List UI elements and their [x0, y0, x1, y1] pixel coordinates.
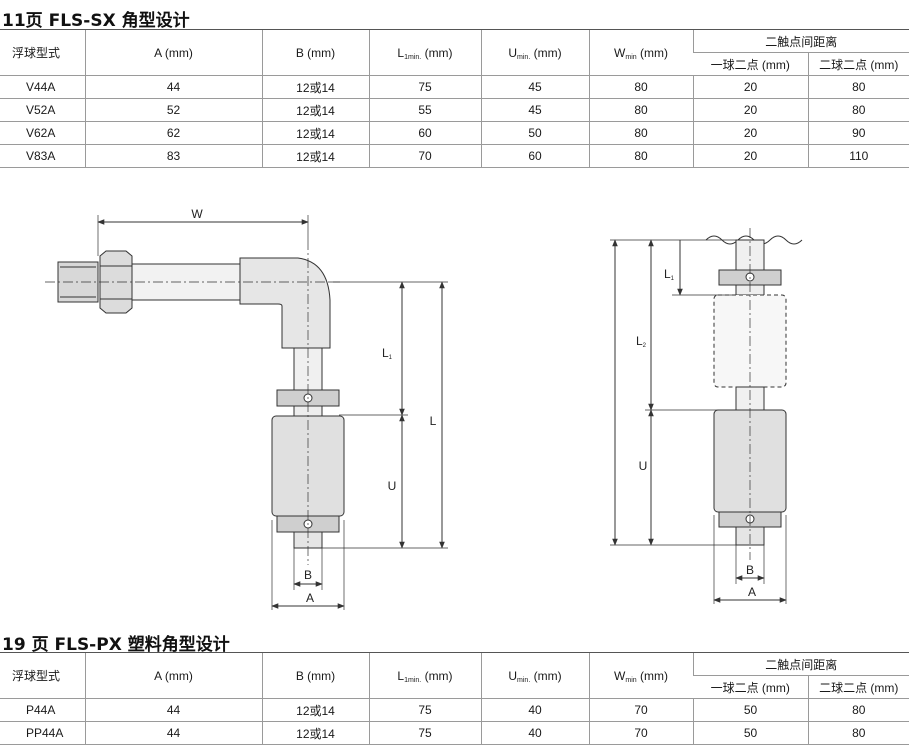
- table-cell: 70: [368, 144, 481, 168]
- table-cell: 44: [84, 75, 262, 99]
- label-left-b: B: [304, 568, 312, 582]
- table-cell: 80: [588, 121, 693, 145]
- header-distance: 二触点间距离: [692, 652, 910, 676]
- table-cell: 83: [84, 144, 262, 168]
- table-cell: 12或14: [261, 121, 369, 145]
- header-one-ball: 一球二点 (mm): [693, 675, 808, 699]
- table-cell: 80: [588, 98, 693, 122]
- table-cell: 80: [588, 75, 693, 99]
- table-cell: 62: [84, 121, 262, 145]
- table-cell: 70: [588, 698, 693, 722]
- section-title-fls-px: 19 页 FLS-PX 塑料角型设计: [2, 635, 230, 655]
- label-right-u: U: [639, 459, 648, 473]
- label-right-l1: L1: [664, 267, 675, 282]
- table-cell: 40: [480, 721, 589, 745]
- spec-table-fls-sx: 浮球型式 A (mm) B (mm) L1min. (mm) Umin. (mm…: [0, 29, 910, 168]
- cell-model: PP44A: [0, 721, 85, 745]
- header-a: A (mm): [84, 29, 262, 76]
- table-cell: 20: [692, 144, 808, 168]
- header-b: B (mm): [261, 29, 369, 76]
- header-distance: 二触点间距离: [692, 29, 910, 53]
- header-b: B (mm): [261, 652, 369, 699]
- label-left-w: W: [191, 207, 203, 221]
- label-right-a: A: [748, 585, 756, 599]
- table-cell: 50: [692, 698, 808, 722]
- table-cell: 110: [807, 144, 910, 168]
- table-cell: 70: [588, 721, 693, 745]
- cell-model: V52A: [0, 98, 85, 122]
- drawing-right-two-float-switch: [610, 228, 803, 604]
- label-left-l1: L1: [382, 346, 393, 361]
- table-cell: 80: [807, 75, 910, 99]
- table-cell: 44: [84, 698, 262, 722]
- cell-model: P44A: [0, 698, 85, 722]
- table-cell: 80: [807, 98, 910, 122]
- table-cell: 50: [692, 721, 808, 745]
- table-cell: 12或14: [261, 144, 369, 168]
- table-cell: 75: [368, 698, 481, 722]
- spec-table-fls-px: 浮球型式 A (mm) B (mm) L1min. (mm) Umin. (mm…: [0, 652, 910, 745]
- header-l1: L1min. (mm): [368, 652, 481, 699]
- table-cell: 80: [807, 698, 910, 722]
- table-cell: 75: [368, 721, 481, 745]
- table-cell: 52: [84, 98, 262, 122]
- table-cell: 40: [480, 698, 589, 722]
- header-u: Umin. (mm): [480, 652, 589, 699]
- table-cell: 12或14: [261, 721, 369, 745]
- header-one-ball: 一球二点 (mm): [693, 52, 808, 76]
- cell-model: V83A: [0, 144, 85, 168]
- cell-model: V62A: [0, 121, 85, 145]
- label-left-u: U: [388, 479, 397, 493]
- table-cell: 12或14: [261, 75, 369, 99]
- table-cell: 60: [368, 121, 481, 145]
- table-cell: 20: [692, 121, 808, 145]
- header-model: 浮球型式: [0, 29, 85, 76]
- header-w: Wmin (mm): [588, 652, 693, 699]
- cell-model: V44A: [0, 75, 85, 99]
- label-left-a: A: [306, 591, 314, 605]
- table-cell: 20: [692, 98, 808, 122]
- table-cell: 80: [588, 144, 693, 168]
- label-right-l2: L2: [636, 334, 647, 349]
- header-model: 浮球型式: [0, 652, 85, 699]
- table-cell: 80: [807, 721, 910, 745]
- header-u: Umin. (mm): [480, 29, 589, 76]
- header-l1: L1min. (mm): [368, 29, 481, 76]
- section-title-fls-sx: 11页 FLS-SX 角型设计: [2, 11, 190, 31]
- header-w: Wmin (mm): [588, 29, 693, 76]
- table-cell: 12或14: [261, 698, 369, 722]
- table-cell: 45: [480, 98, 589, 122]
- label-right-b: B: [746, 563, 754, 577]
- table-cell: 60: [480, 144, 589, 168]
- table-cell: 90: [807, 121, 910, 145]
- table-cell: 12或14: [261, 98, 369, 122]
- table-cell: 75: [368, 75, 481, 99]
- header-two-ball: 二球二点 (mm): [807, 52, 910, 76]
- table-cell: 50: [480, 121, 589, 145]
- drawing-left-angle-switch: [45, 215, 448, 610]
- table-cell: 55: [368, 98, 481, 122]
- table-cell: 44: [84, 721, 262, 745]
- table-cell: 20: [692, 75, 808, 99]
- header-a: A (mm): [84, 652, 262, 699]
- header-two-ball: 二球二点 (mm): [807, 675, 910, 699]
- table-cell: 45: [480, 75, 589, 99]
- label-left-l: L: [430, 414, 437, 428]
